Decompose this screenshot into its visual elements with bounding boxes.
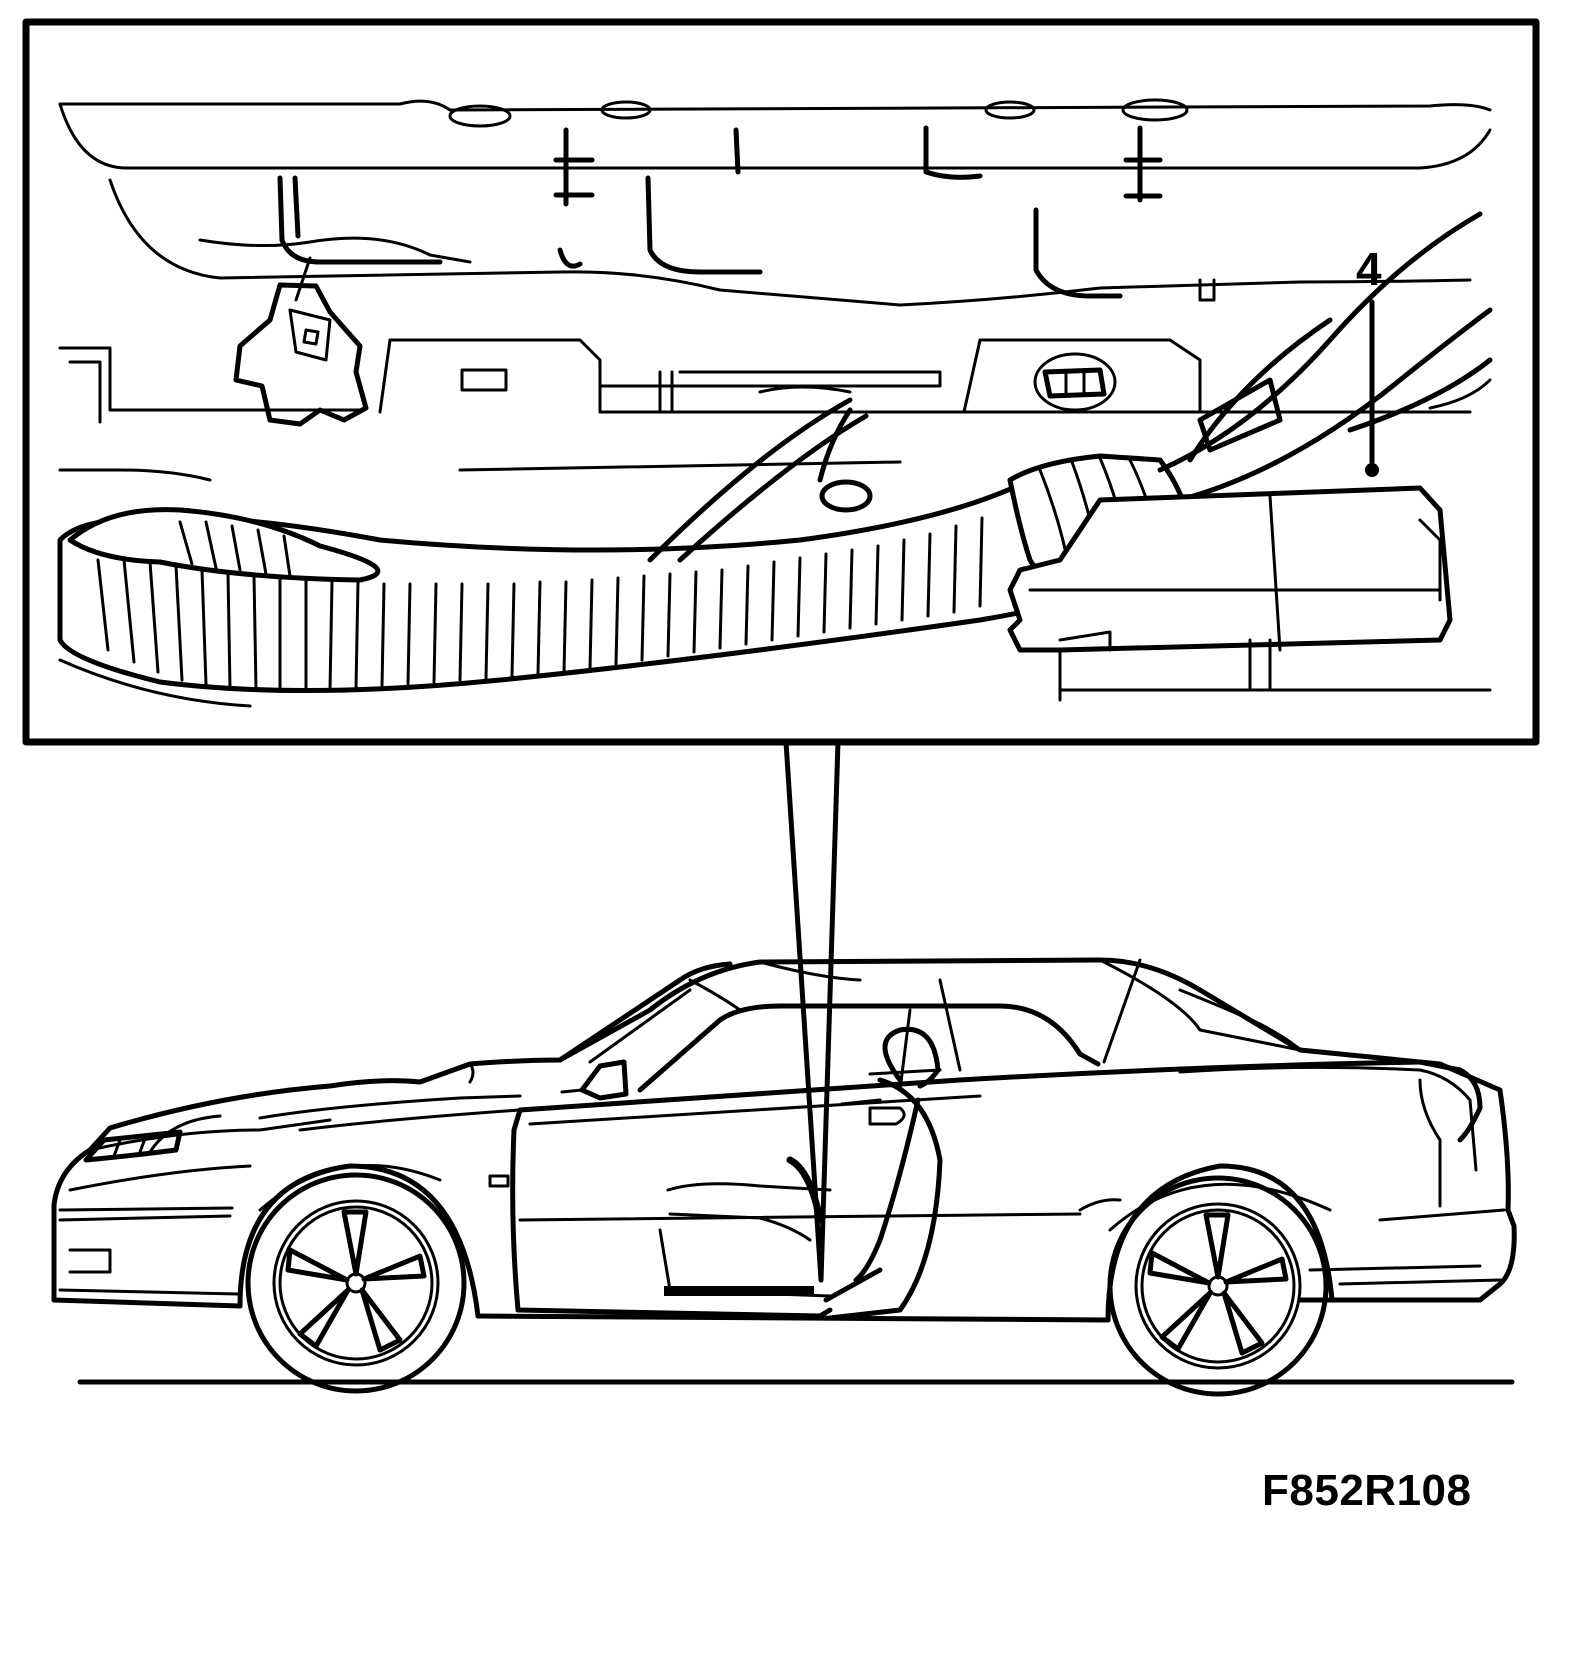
car-side-view — [51, 957, 1517, 1397]
front-wheel — [245, 1172, 467, 1394]
callout-4-dot — [1365, 463, 1379, 477]
rear-wheel — [1107, 1175, 1329, 1397]
inset-underbody-parts — [58, 98, 1492, 427]
callout-4-label: 4 — [1356, 243, 1382, 295]
harness-corrugation — [96, 516, 984, 692]
figure-code: F852R108 — [1262, 1466, 1472, 1515]
car-body-outline — [51, 957, 1517, 1303]
inset-pointer-wedge — [783, 739, 841, 1283]
detail-inset: 4 — [22, 18, 1540, 1283]
callout-4: 4 — [1356, 243, 1382, 477]
inset-wiring-harness — [57, 211, 1493, 708]
